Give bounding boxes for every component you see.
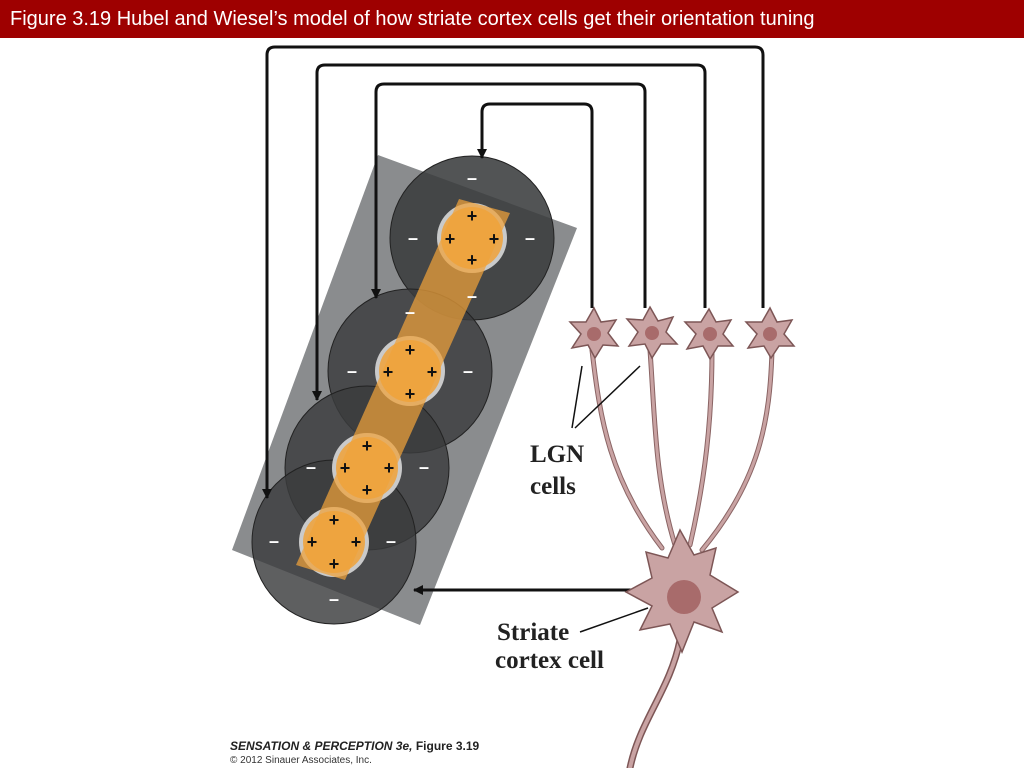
title-bar: Figure 3.19 Hubel and Wiesel’s model of … <box>0 0 1024 38</box>
arrow-lgn-1 <box>477 102 594 308</box>
plus-sign: + <box>340 458 351 478</box>
plus-sign: + <box>383 362 394 382</box>
plus-sign: + <box>489 229 500 249</box>
plus-sign: + <box>427 362 438 382</box>
minus-sign: – <box>386 531 396 551</box>
off-signs: – – – – – – – – – – – – <box>269 168 535 609</box>
label-pointers <box>571 365 649 633</box>
striate-label: Striate <box>497 619 569 646</box>
striate-nucleus <box>667 580 701 614</box>
plus-sign: + <box>467 250 478 270</box>
arrow-lgn-4 <box>262 45 765 499</box>
plus-sign: + <box>362 480 373 500</box>
on-signs: + + + + + + + + + + + + + + + + <box>307 206 500 574</box>
minus-sign: – <box>347 361 357 381</box>
minus-sign: – <box>463 361 473 381</box>
minus-sign: – <box>329 589 339 609</box>
diagram-labels: LGN cells Striate cortex cell <box>495 441 604 674</box>
minus-sign: – <box>269 531 279 551</box>
minus-sign: – <box>306 457 316 477</box>
plus-sign: + <box>405 340 416 360</box>
plus-sign: + <box>384 458 395 478</box>
minus-sign: – <box>467 168 477 188</box>
lgn-cells <box>568 305 796 361</box>
plus-sign: + <box>329 554 340 574</box>
plus-sign: + <box>351 532 362 552</box>
lgn-label-2: cells <box>530 473 576 500</box>
arrow-lgn-2 <box>371 82 647 308</box>
lgn-axons <box>589 347 775 553</box>
striate-label-2: cortex cell <box>495 647 604 674</box>
minus-sign: – <box>419 457 429 477</box>
minus-sign: – <box>405 302 415 322</box>
plus-sign: + <box>467 206 478 226</box>
plus-sign: + <box>329 510 340 530</box>
source-credit: SENSATION & PERCEPTION 3e, Figure 3.19 <box>230 739 480 753</box>
connection-arrows <box>262 45 765 595</box>
minus-sign: – <box>408 228 418 248</box>
page-title: Figure 3.19 Hubel and Wiesel’s model of … <box>10 8 815 30</box>
minus-sign: – <box>467 286 477 306</box>
plus-sign: + <box>362 436 373 456</box>
copyright-notice: © 2012 Sinauer Associates, Inc. <box>230 755 372 766</box>
plus-sign: + <box>405 384 416 404</box>
on-centers-highlight <box>303 207 503 573</box>
plus-sign: + <box>445 229 456 249</box>
plus-sign: + <box>307 532 318 552</box>
minus-sign: – <box>525 228 535 248</box>
arrow-lgn-3 <box>312 63 707 401</box>
lgn-label: LGN <box>530 441 584 468</box>
